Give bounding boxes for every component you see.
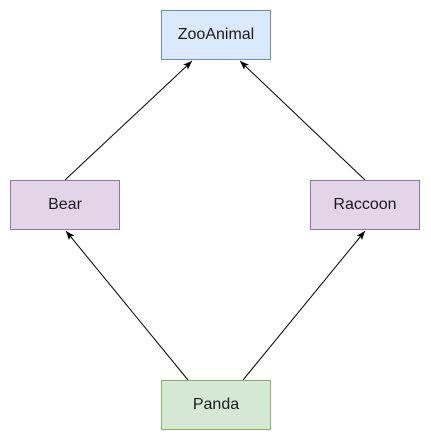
edge-panda-to-bear <box>65 230 189 381</box>
node-bear[interactable]: Bear <box>10 180 120 230</box>
node-label: Raccoon <box>333 196 397 213</box>
node-label: ZooAnimal <box>177 26 255 43</box>
node-label: Panda <box>192 396 240 413</box>
node-raccoon[interactable]: Raccoon <box>310 180 420 230</box>
edge-bear-to-zooanimal <box>64 60 193 181</box>
edge-raccoon-to-zooanimal <box>239 60 366 181</box>
node-zooanimal[interactable]: ZooAnimal <box>161 10 271 60</box>
node-label: Bear <box>48 196 82 213</box>
node-panda[interactable]: Panda <box>161 380 271 430</box>
edge-panda-to-raccoon <box>242 230 366 381</box>
